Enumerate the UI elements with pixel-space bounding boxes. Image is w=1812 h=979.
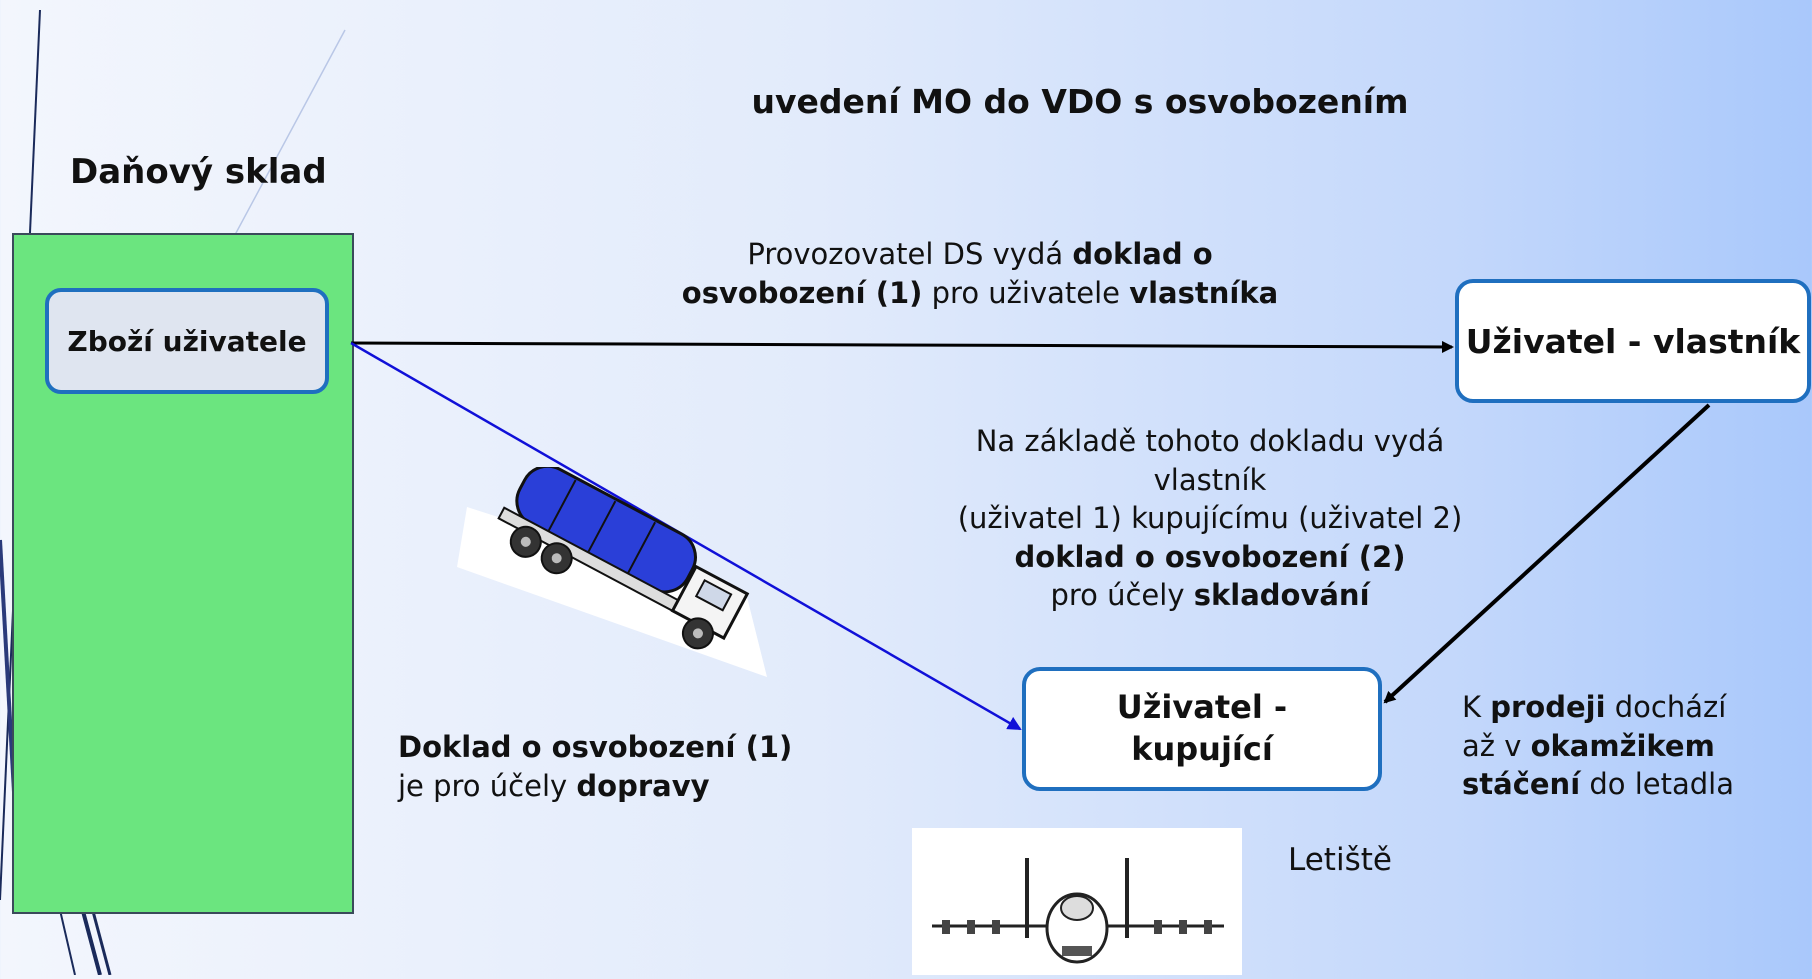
right-text-g: do letadla <box>1580 767 1735 802</box>
owner-box: Uživatel - vlastník <box>1455 279 1811 403</box>
warehouse-label: Daňový sklad <box>70 152 327 192</box>
right-text-f: stáčení <box>1462 767 1581 802</box>
mid-line-2: vlastník <box>1153 462 1267 497</box>
arrow-goods-to-owner <box>350 340 1454 353</box>
top-text-d: pro uživatele <box>922 275 1130 310</box>
top-text-e: vlastníka <box>1129 275 1279 310</box>
arrow-owner-to-buyer <box>1383 403 1711 704</box>
airport-label: Letiště <box>1288 842 1392 878</box>
mid-line-4: doklad o osvobození (2) <box>1014 539 1406 574</box>
goods-box: Zboží uživatele <box>45 288 329 394</box>
right-annotation: K prodeji dochází až v okamžikem stáčení… <box>1462 688 1802 804</box>
mid-line-5a: pro účely <box>1050 578 1194 613</box>
mid-line-1: Na základě tohoto dokladu vydá <box>975 424 1445 458</box>
buyer-label-line2: kupující <box>1131 730 1273 768</box>
right-text-b: prodeji <box>1490 690 1606 724</box>
fighter-jet-panel <box>912 828 1242 975</box>
middle-annotation: Na základě tohoto dokladu vydá vlastník … <box>940 422 1480 615</box>
mid-line-3: (uživatel 1) kupujícímu (uživatel 2) <box>957 501 1463 536</box>
right-text-a: K <box>1462 690 1491 724</box>
mid-line-5b: skladování <box>1193 578 1370 613</box>
owner-label: Uživatel - vlastník <box>1465 321 1801 361</box>
top-text-b: doklad o <box>1072 237 1213 271</box>
goods-label: Zboží uživatele <box>67 324 307 358</box>
tanker-truck-icon <box>457 467 767 677</box>
buyer-box: Uživatel - kupující <box>1022 667 1382 791</box>
right-text-c: dochází <box>1605 690 1727 724</box>
right-text-d: až v <box>1462 728 1531 763</box>
left-line-1: Doklad o osvobození (1) <box>398 730 793 764</box>
top-text-c: osvobození (1) <box>681 275 923 310</box>
top-text-a: Provozovatel DS vydá <box>747 237 1073 271</box>
diagram-title: uvedení MO do VDO s osvobozením <box>751 82 1409 121</box>
fighter-jet-icon <box>932 858 1224 964</box>
right-text-e: okamžikem <box>1530 728 1715 763</box>
left-line-2a: je pro účely <box>398 768 577 803</box>
left-line-2b: dopravy <box>576 768 710 803</box>
top-annotation: Provozovatel DS vydá doklad o osvobození… <box>680 235 1280 312</box>
left-annotation: Doklad o osvobození (1) je pro účely dop… <box>398 728 818 805</box>
buyer-label-line1: Uživatel - <box>1116 688 1288 727</box>
